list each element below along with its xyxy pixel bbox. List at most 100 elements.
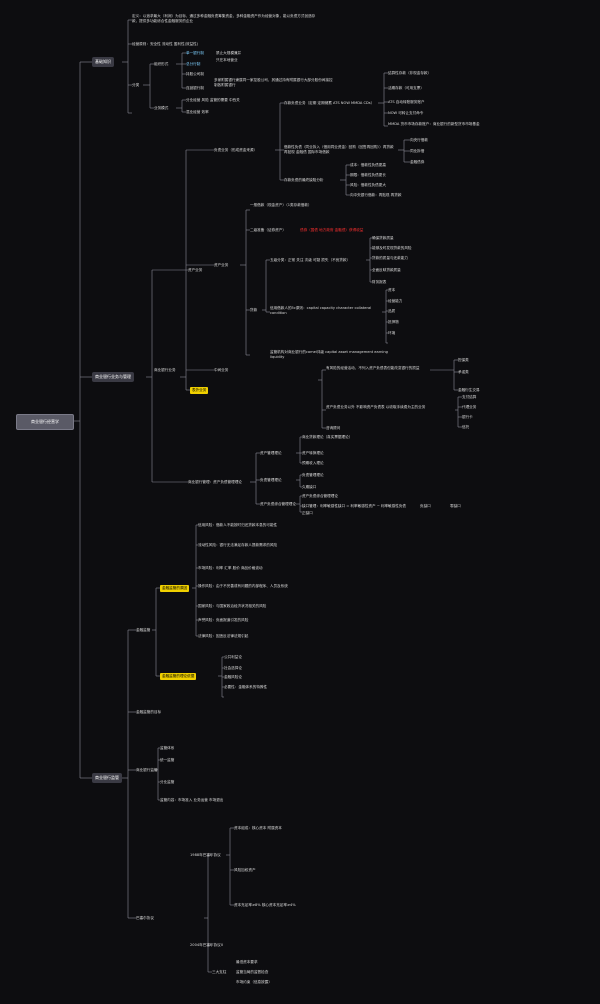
system: 监管体系 [160,746,175,750]
gap-item-1: 正缺口 [302,511,313,515]
basics-nature: 经营原则：安全性 流动性 盈利性(效益性) [132,42,199,46]
theory-asset: 资产管理理论 [260,451,282,455]
single-item-1: 禁止大规模兼并 [216,51,242,55]
five-c-5: 环境 [388,331,396,335]
deposit-new-2: NOW 可转让支付命令 [388,111,424,115]
five-c-3: 品质 [388,309,396,313]
basel-1988-item-3: 资本充足率≥8% 核心资本充足率≥4% [234,903,296,907]
topic-basics[interactable]: 基础知识 [92,57,114,67]
five-item-4: 全面反映贷款质量 [372,268,401,272]
single-item-2: 只在本地营业 [216,58,238,62]
borrow-item-3: 金融债券 [410,160,425,164]
risk-6: 声誉风险：负面报道引发的风险 [198,618,249,622]
asset-theory-1: 商业贷款理论（真实票据理论） [302,435,353,439]
inter-type-5: 咨询顾问 [326,426,341,430]
supervision-header: 金融监管 [136,628,151,632]
gap-item-3: 零缺口 [450,504,461,508]
five-c-2: 经营能力 [388,299,403,303]
necessity: 必要性：金融体系的特殊性 [224,685,268,689]
inter-desc: 资产负债业务以外 不影响资产负债表 以收取手续费为主的业务 [326,405,426,409]
intermediate: 中间业务 [214,368,229,372]
five-item-3: 贷款的质量与还款能力 [372,256,408,260]
capital-borrow: 存款负债的最终缺陷分析 [284,178,324,182]
basics-structure: 组织形式 [154,62,169,66]
five-c-1: 资本 [388,288,396,292]
borrow-item-1: 向央行借款 [410,138,428,142]
basel-1988: 1988年巴塞尔协议 [190,853,221,857]
deposit: 存款负债业务（定期 定期储蓄 ATS NOW MMDA CDs） [284,101,375,105]
nondeposit: 借款性负债（同业拆入（借用同业资金）回购（回售再回购））再贷款 再贴现 金融债 … [284,145,394,154]
root-topic[interactable]: 商业银行经营学 [16,414,74,430]
basel-2004: 2004年巴塞尔协议II [190,943,223,947]
mode-mixed: 混业经营 效率 [186,110,209,114]
pillar-1: 最低资本要求 [236,960,258,964]
liability-theory: 负债管理理论 [302,473,324,477]
basel-1988-item-1: 资本组成：核心资本 附属资本 [234,826,282,830]
five-item-1: 确保贷款质量 [372,236,394,240]
risk-5: 国家风险：与国家政治经济状况相关的风险 [198,604,267,608]
business-header: 商业银行业务 [154,368,176,372]
deposit-type-1: 结算性存款（非现金存款） [388,71,432,75]
duration: 久期缺口 [302,485,317,489]
off-balance: 表外业务 [190,387,209,394]
basics-definition: 定义：以追求最大（利润）为目标，通过多种金融负债筹集资金，多种金融资产作为经营对… [132,14,316,23]
basel: 巴塞尔协议 [136,916,154,920]
deposit-type-2: 活期存款（可用支票） [388,86,424,90]
camels: 监管机构对商业银行的camel评级 capital asset manageme… [270,350,388,359]
loan-cat-1: 一般借款（现金资产）（1类存款借款） [250,203,312,207]
risk-3: 市场风险：利率 汇率 股价 商品价格波动 [198,566,263,570]
financial-risk: 金融风险论 [224,675,242,679]
off-item-2: 承诺类 [458,370,469,374]
regulation: 商业银行监管 [136,768,158,772]
holding-desc: 多家附属银行隶属同一家控股公司，其通过持有附属银行大部分股份间接控制各附属银行 [214,78,333,87]
risk-4: 操作风险：由于不完善或有问题的内部程序、人员及系统 [198,584,288,588]
five-item-5: 财务报表 [372,280,387,284]
gap: 缺口管理：利率敏感性缺口 = 利率敏感性资产 − 利率敏感性负债 [302,504,407,508]
asset-liability-mgmt: 商业银行管理：资产负债管理理论 [188,480,242,484]
risk-7: 法律风险：因违反法律法规引起 [198,634,249,638]
system-item-1: 统一监管 [160,758,175,762]
five-c: 信用借款人的5c原则：capital capacity character co… [270,306,372,315]
deposit-new-1: ATS 自动转账服务账户 [388,100,425,104]
three-pillars: 三大支柱 [212,970,227,974]
inter-type-1: 支付结算 [462,395,477,399]
theory-liability: 负债管理理论 [260,478,282,482]
mode-separate: 分业经营 风险 监管的需要 中西关 [186,98,240,102]
central-borrow: 向中央银行借款：再贴现 再贷款 [350,193,402,197]
branch-chain: 连锁银行制 [186,86,204,90]
off-desc: 有风险的经营活动，不列入资产负债表但能改变银行的损益 [326,366,420,370]
asset-business: 资产业务 [214,263,229,267]
borrow-risk: 风险：借款性负债更大 [350,183,386,187]
system-item-2: 分业监管 [160,780,175,784]
deposit-new-3: MMDA 货币市场存款账户：商业银行的新型货币市场基金 [388,122,480,126]
basics-classification: 分类 [132,83,140,87]
credit: 贷款 [250,308,258,312]
reason-highlight-2: 金融监管的理论依据 [160,673,197,680]
business-asset: 资产业务 [188,268,203,272]
topic-supervision[interactable]: 商业银行监管 [92,773,122,783]
topic-business[interactable]: 商业银行业务与管理 [92,372,134,382]
borrow-cost: 成本：借款性负债更高 [350,163,386,167]
branch-holding: 持股公司制 [186,72,204,76]
asset-theory-3: 预期收入理论 [302,461,324,465]
gap-item-2: 负缺口 [420,504,431,508]
social-choice: 社会选择论 [224,666,242,670]
pillar-2: 监管当局的监督检查 [236,970,269,974]
business-mode: 业务模式 [154,106,169,110]
off-item-1: 担保类 [458,358,469,362]
liability: 负债业务（形成资金来源） [214,148,258,152]
five-item-2: 能够及时发现贷款的风险 [372,246,412,250]
five-c-4: 抵押物 [388,320,399,324]
risk-2: 流动性风险：银行无法满足存款人提款需求的风险 [198,543,278,547]
borrow-item-2: 同业拆借 [410,149,425,153]
asset-theory-2: 资产转换理论 [302,451,324,455]
public-interest: 公共利益论 [224,655,242,659]
theory-combined: 资产负债综合管理理论 [260,502,296,506]
five-categories: 五级分类：正常 关注 次级 可疑 损失（不良贷款） [270,258,351,262]
off-item-3: 金融衍生交易 [458,388,480,392]
risk-1: 信用风险：借款人不能按时归还贷款本息的可能性 [198,523,278,527]
branch-single: 单一银行制 [186,51,204,55]
content: 监管内容：市场准入 业务运营 市场退出 [160,798,224,802]
loan-cat-2: 二级准备（证券资产） [250,228,286,232]
